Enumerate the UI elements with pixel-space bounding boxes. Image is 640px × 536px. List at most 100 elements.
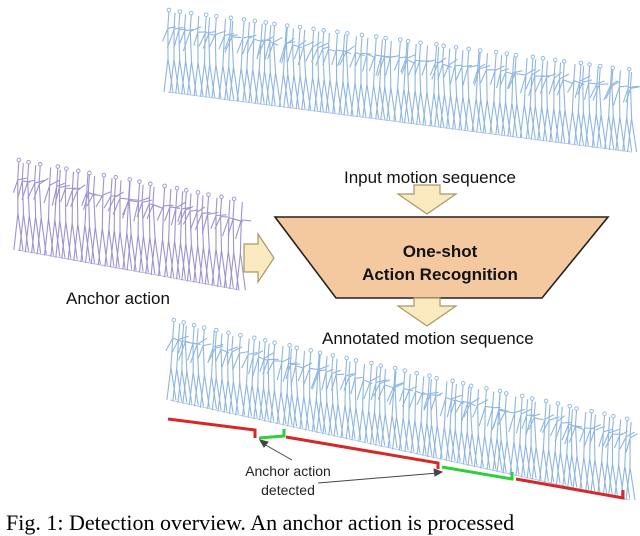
skeleton-pose-icon <box>197 329 212 408</box>
skeleton-head-icon <box>330 353 336 358</box>
annotated-motion-sequence-figure <box>165 317 638 501</box>
action-recognition-title-line1: One-shot <box>402 242 478 261</box>
skeleton-pose-icon <box>507 57 526 138</box>
skeleton-head-icon <box>177 9 183 14</box>
skeleton-pose-icon <box>625 71 640 153</box>
skeleton-pose-icon <box>506 56 523 137</box>
skeleton-pose-icon <box>95 177 111 266</box>
skeleton-head-icon <box>127 177 132 182</box>
skeleton-head-icon <box>262 338 268 343</box>
skeleton-head-icon <box>398 37 403 42</box>
skeleton-head-icon <box>241 17 247 22</box>
skeleton-pose-icon <box>234 201 252 291</box>
skeleton-head-icon <box>188 10 194 16</box>
skeleton-head-icon <box>373 34 379 39</box>
skeleton-head-icon <box>427 373 432 378</box>
skeleton-pose-icon <box>508 396 525 475</box>
skeleton-pose-icon <box>70 172 86 261</box>
skeleton-pose-icon <box>33 166 49 255</box>
skeleton-head-icon <box>497 388 503 394</box>
skeleton-head-icon <box>353 358 359 363</box>
skeleton-pose-icon <box>331 33 348 114</box>
detection-pointer-arrows <box>258 439 444 484</box>
ground-trace-line <box>169 399 631 501</box>
skeleton-pose-icon <box>539 61 557 142</box>
skeleton-head-icon <box>191 322 197 328</box>
skeleton-head-icon <box>627 66 632 72</box>
skeleton-head-icon <box>484 386 489 391</box>
skeleton-pose-icon <box>178 325 196 404</box>
skeleton-head-icon <box>589 408 594 414</box>
skeleton-head-icon <box>561 59 567 64</box>
skeleton-head-icon <box>228 15 234 21</box>
skeleton-pose-icon <box>86 176 104 265</box>
skeleton-pose-icon <box>254 23 272 104</box>
segment-non-anchor <box>167 417 257 438</box>
skeleton-pose-icon <box>414 44 431 125</box>
skeleton-pose-icon <box>339 359 354 439</box>
skeleton-pose-icon <box>556 63 574 144</box>
skeleton-head-icon <box>552 57 558 63</box>
skeleton-pose-icon <box>290 349 305 428</box>
skeleton-pose-icon <box>583 413 601 492</box>
segment-non-anchor <box>285 435 440 469</box>
skeleton-head-icon <box>171 317 177 323</box>
skeleton-head-icon <box>166 7 172 13</box>
skeleton-pose-icon <box>568 410 584 489</box>
skeleton-head-icon <box>418 40 423 45</box>
skeleton-pose-icon <box>232 337 250 416</box>
skeleton-head-icon <box>311 26 316 31</box>
skeleton-pose-icon <box>257 24 274 105</box>
skeleton-pose-icon <box>497 395 516 474</box>
skeleton-head-icon <box>137 179 142 184</box>
skeleton-head-icon <box>294 345 299 351</box>
skeleton-head-icon <box>555 401 561 406</box>
skeleton-pose-icon <box>553 62 570 143</box>
skeleton-pose-icon <box>583 66 597 147</box>
detection-label-line2: detected <box>261 482 315 498</box>
skeleton-pose-icon <box>388 371 405 450</box>
skeleton-head-icon <box>321 28 326 33</box>
skeleton-pose-icon <box>224 20 242 101</box>
skeleton-head-icon <box>602 411 607 416</box>
skeleton-head-icon <box>37 162 43 167</box>
skeleton-head-icon <box>214 327 219 333</box>
skeleton-head-icon <box>162 183 167 189</box>
skeleton-pose-icon <box>208 18 227 99</box>
skeleton-pose-icon <box>326 357 341 436</box>
skeleton-pose-icon <box>322 32 336 114</box>
segment-anchor-detected <box>441 465 514 481</box>
skeleton-pose-icon <box>460 386 476 465</box>
skeleton-pose-icon <box>554 406 572 485</box>
skeleton-head-icon <box>574 406 579 411</box>
annotated-sequence-label: Annotated motion sequence <box>322 329 534 348</box>
skeleton-pose-icon <box>463 387 480 466</box>
detection-label-line1: Anchor action <box>245 463 331 479</box>
skeleton-pose-icon <box>462 50 479 132</box>
skeleton-head-icon <box>610 65 616 70</box>
skeleton-pose-icon <box>622 71 639 152</box>
skeleton-pose-icon <box>198 16 217 97</box>
skeleton-head-icon <box>203 12 209 17</box>
skeleton-pose-icon <box>206 330 224 409</box>
skeleton-head-icon <box>466 46 471 52</box>
skeleton-head-icon <box>460 381 466 386</box>
skeleton-head-icon <box>441 43 446 49</box>
skeleton-head-icon <box>530 54 536 60</box>
skeleton-head-icon <box>335 29 340 35</box>
skeleton-pose-icon <box>27 165 45 254</box>
skeleton-pose-icon <box>282 347 298 426</box>
skeleton-head-icon <box>101 172 107 178</box>
skeleton-head-icon <box>587 62 592 67</box>
skeleton-head-icon <box>201 325 207 330</box>
skeleton-pose-icon <box>201 196 219 285</box>
skeleton-head-icon <box>272 340 277 346</box>
skeleton-head-icon <box>369 360 374 366</box>
skeleton-pose-icon <box>401 43 415 124</box>
skeleton-head-icon <box>434 42 439 47</box>
skeleton-pose-icon <box>602 416 620 495</box>
ground-trace-line <box>17 249 241 291</box>
skeleton-pose-icon <box>613 419 628 498</box>
skeleton-pose-icon <box>193 15 207 96</box>
